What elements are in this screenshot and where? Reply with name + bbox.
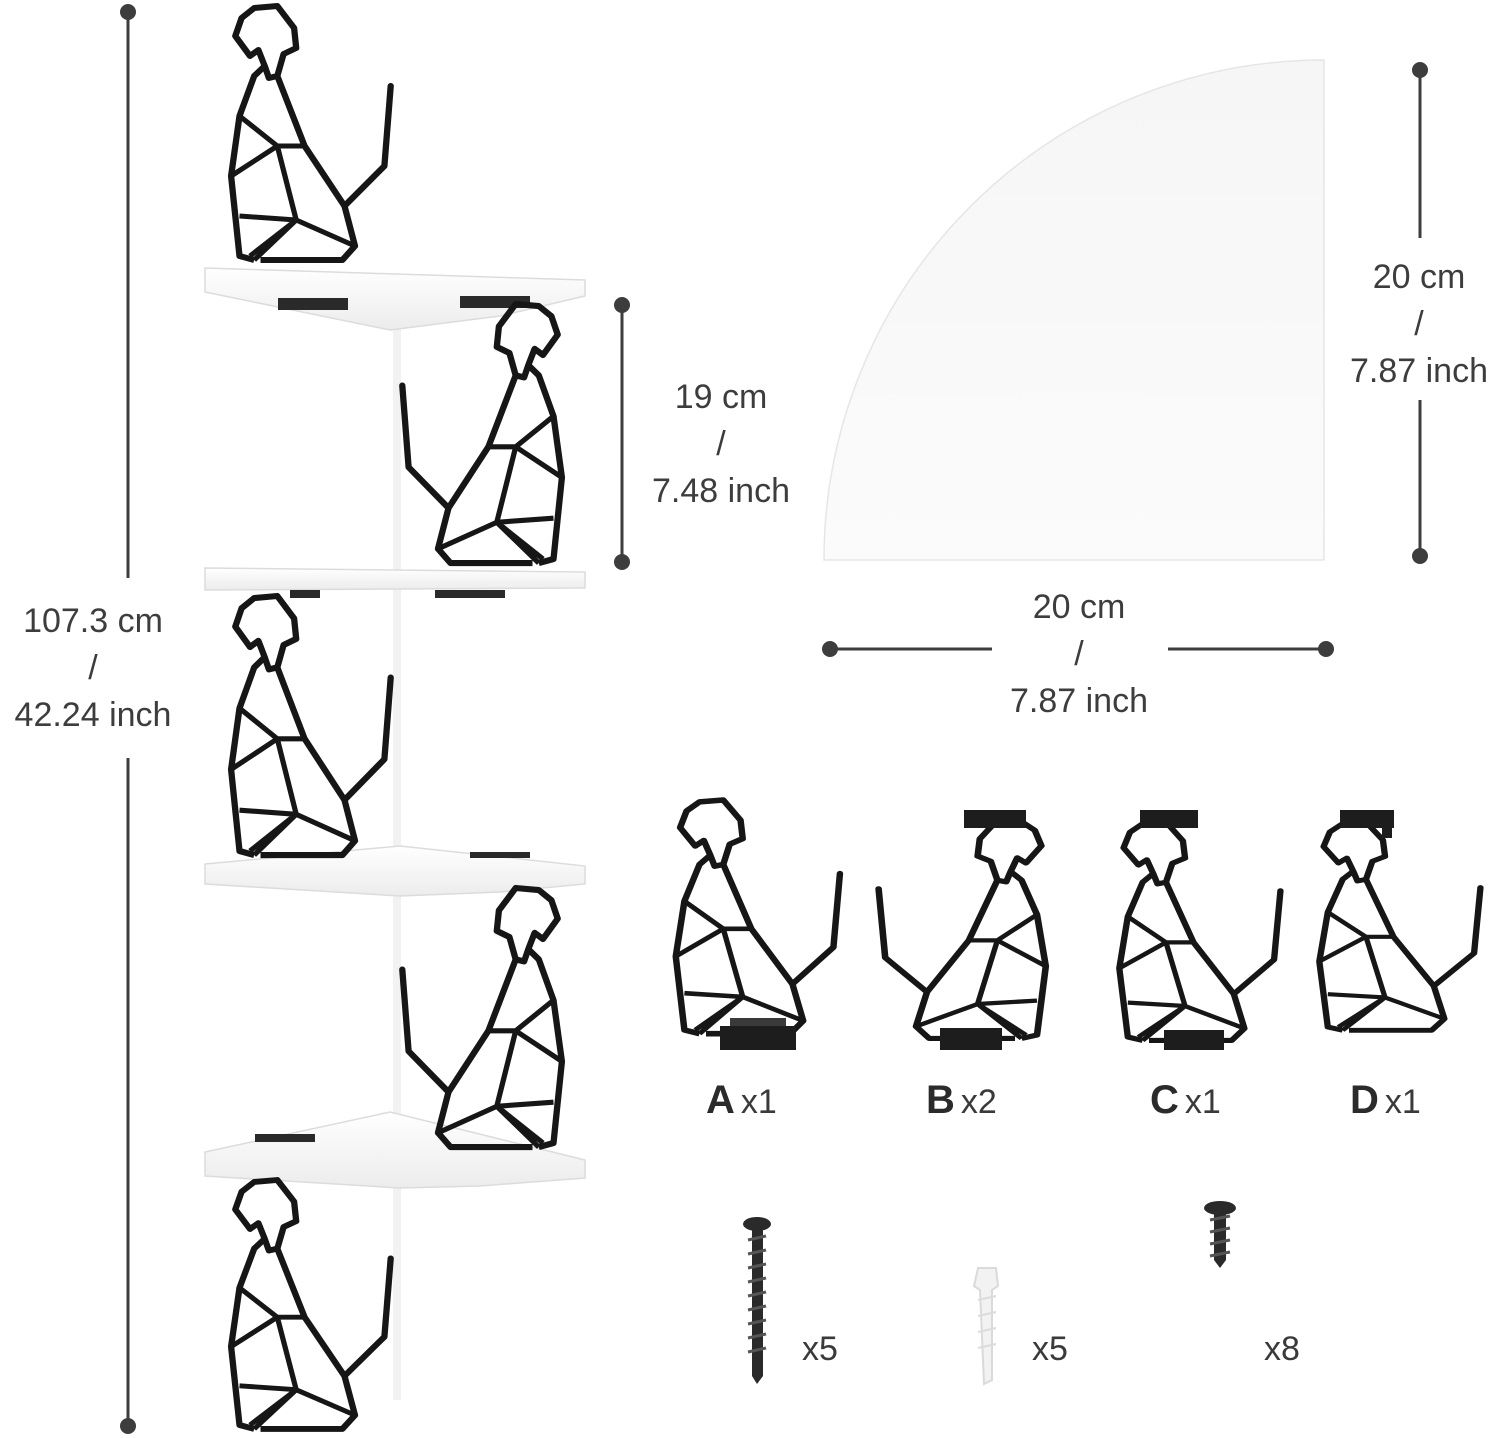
dog-bracket-4 [402,888,562,1147]
bracket-b-letter: B [926,1078,955,1122]
shelf-3 [204,845,586,897]
shelf-2 [204,567,586,591]
bracket-d [1319,810,1480,1030]
bracket-c-letter: C [1150,1078,1179,1122]
dog-bracket-3 [231,596,391,855]
shelf-depth-metric: 20 cm [1372,258,1466,296]
bracket-a-letter: A [706,1078,735,1122]
shelf-width-dimension-line [822,641,1334,657]
shelf-width-label: 20 cm / 7.87 inch [996,584,1162,725]
bracket-a [676,800,840,1050]
bracket-b [879,810,1046,1050]
shelf-gap-dimension-line [614,297,630,570]
shelf-4 [204,1111,586,1189]
shelf-depth-separator: / [1414,305,1424,343]
bracket-d-count: x1 [1384,1083,1421,1121]
shelf-depth-label: 20 cm / 7.87 inch [1336,254,1500,395]
dog-bracket-top [231,6,391,260]
bracket-c-count: x1 [1184,1083,1221,1121]
wood-screw-icon [743,1217,771,1384]
wall-anchor-count: x5 [1032,1330,1068,1368]
shelf-depth-imperial: 7.87 inch [1350,352,1488,390]
shelf-width-separator: / [1074,635,1084,673]
bracket-b-count: x2 [960,1083,997,1121]
wall-anchor-icon [972,1267,1000,1386]
bracket-a-count: x1 [740,1083,777,1121]
shelf-depth-dimension-line [1412,62,1428,564]
shelf-gap-metric: 19 cm [674,378,768,416]
total-height-metric: 107.3 cm [23,602,163,640]
total-height-imperial: 42.24 inch [14,696,172,734]
total-height-dimension-line [120,4,136,1434]
bracket-c [1119,810,1280,1050]
total-height-label: 107.3 cm / 42.24 inch [0,598,186,739]
shelf-width-metric: 20 cm [1032,588,1126,626]
shelf-top-view [823,59,1325,561]
small-screw-count: x8 [1264,1330,1300,1368]
shelf-width-imperial: 7.87 inch [1010,682,1148,720]
small-screw-icon [1204,1201,1236,1268]
dog-bracket-2 [402,304,562,563]
shelf-gap-separator: / [716,425,726,463]
shelf-gap-label: 19 cm / 7.48 inch [638,374,804,515]
corner-shelf-unit [204,6,586,1429]
bracket-d-letter: D [1350,1078,1379,1122]
total-height-separator: / [88,649,98,687]
dog-bracket-5 [231,1180,391,1429]
wood-screw-count: x5 [802,1330,838,1368]
shelf-1 [204,267,586,331]
shelf-gap-imperial: 7.48 inch [652,472,790,510]
